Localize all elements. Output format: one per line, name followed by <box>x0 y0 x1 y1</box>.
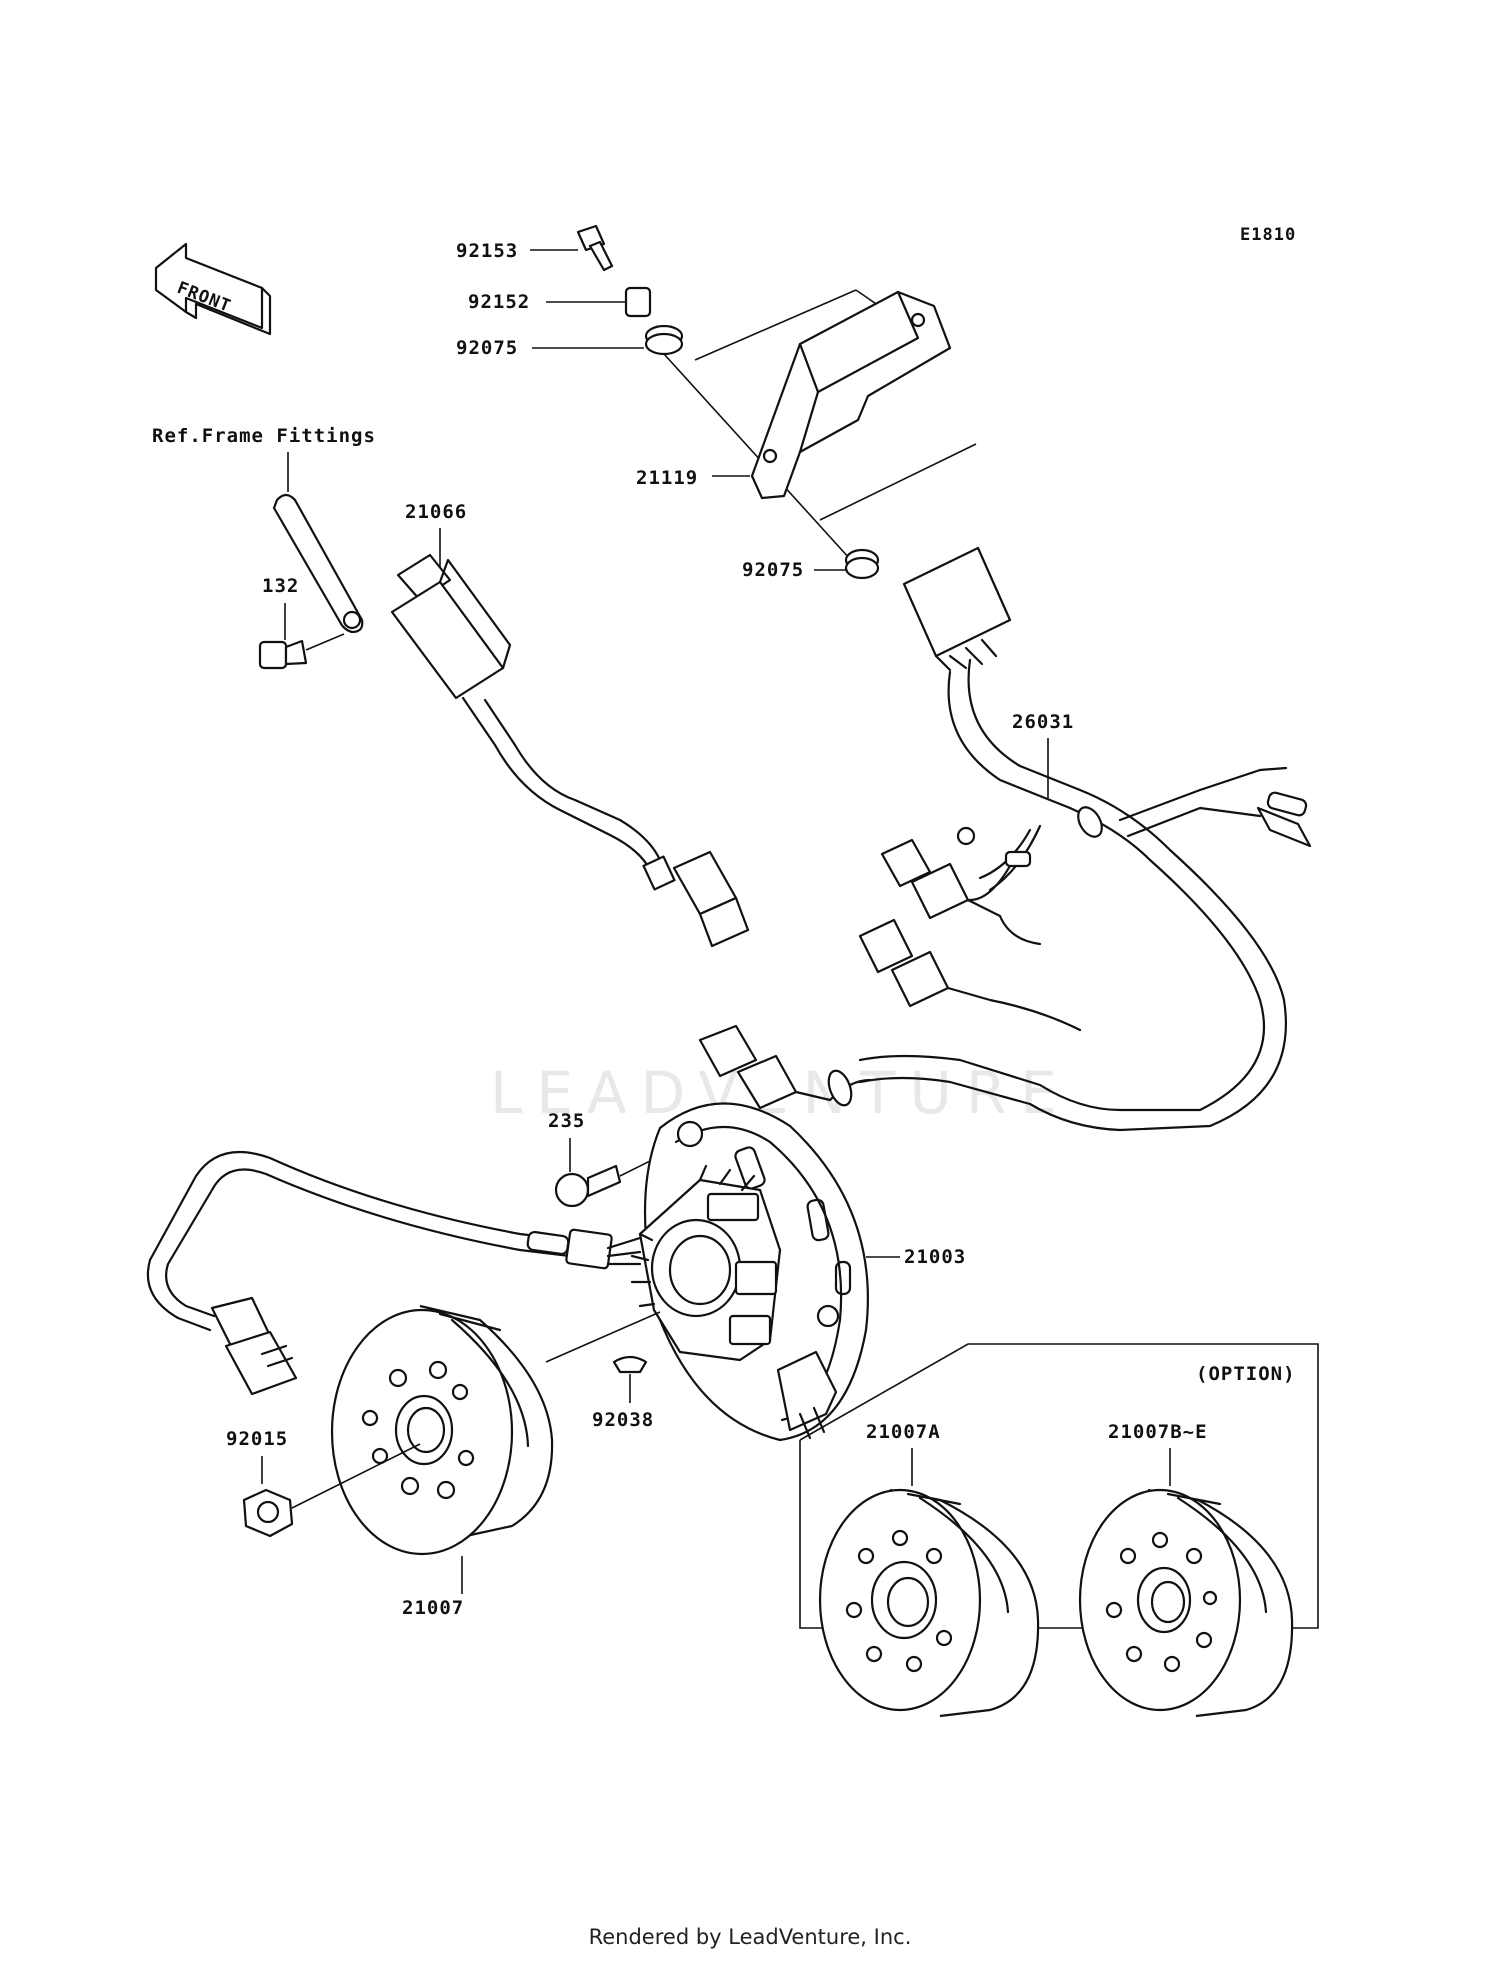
bolt-132 <box>258 633 345 670</box>
label-132: 132 <box>262 575 299 597</box>
label-92152: 92152 <box>468 291 530 313</box>
front-arrow-icon: FRONT <box>154 242 272 336</box>
label-21007B-E: 21007B~E <box>1108 1421 1208 1443</box>
ecu-21119 <box>694 289 977 521</box>
nut-92015 <box>242 1488 294 1538</box>
label-21007: 21007 <box>402 1597 464 1619</box>
option-box: (OPTION) <box>799 1343 1319 1629</box>
flywheel-21007A <box>818 1488 1040 1718</box>
footer-credit: Rendered by LeadVenture, Inc. <box>588 1925 912 1949</box>
module-21066 <box>390 553 750 948</box>
label-92075-bottom: 92075 <box>742 559 804 581</box>
wire-harness-26031 <box>698 546 1312 1132</box>
flywheel-21007 <box>330 1304 554 1556</box>
label-92153: 92153 <box>456 240 518 262</box>
label-21007A: 21007A <box>866 1421 941 1443</box>
label-21119: 21119 <box>636 467 698 489</box>
key-92038 <box>612 1355 648 1374</box>
screw-92153 <box>576 224 614 272</box>
option-label: (OPTION) <box>1196 1363 1296 1385</box>
grommet-92075-bottom <box>844 548 880 580</box>
label-21003: 21003 <box>904 1246 966 1268</box>
label-92038: 92038 <box>592 1409 654 1431</box>
label-92015: 92015 <box>226 1428 288 1450</box>
flywheel-21007B-E <box>1078 1488 1294 1718</box>
label-26031: 26031 <box>1012 711 1074 733</box>
stator-21003 <box>630 1102 869 1442</box>
label-235: 235 <box>548 1110 585 1132</box>
stator-lead-connector <box>146 1150 642 1396</box>
diagram-code: E1810 <box>1240 225 1296 245</box>
label-92075-top: 92075 <box>456 337 518 359</box>
collar-92152 <box>624 286 652 318</box>
frame-bracket <box>272 493 364 634</box>
ref-frame-note: Ref.Frame Fittings <box>152 425 376 447</box>
label-21066: 21066 <box>405 501 467 523</box>
grommet-92075-top <box>644 324 684 356</box>
